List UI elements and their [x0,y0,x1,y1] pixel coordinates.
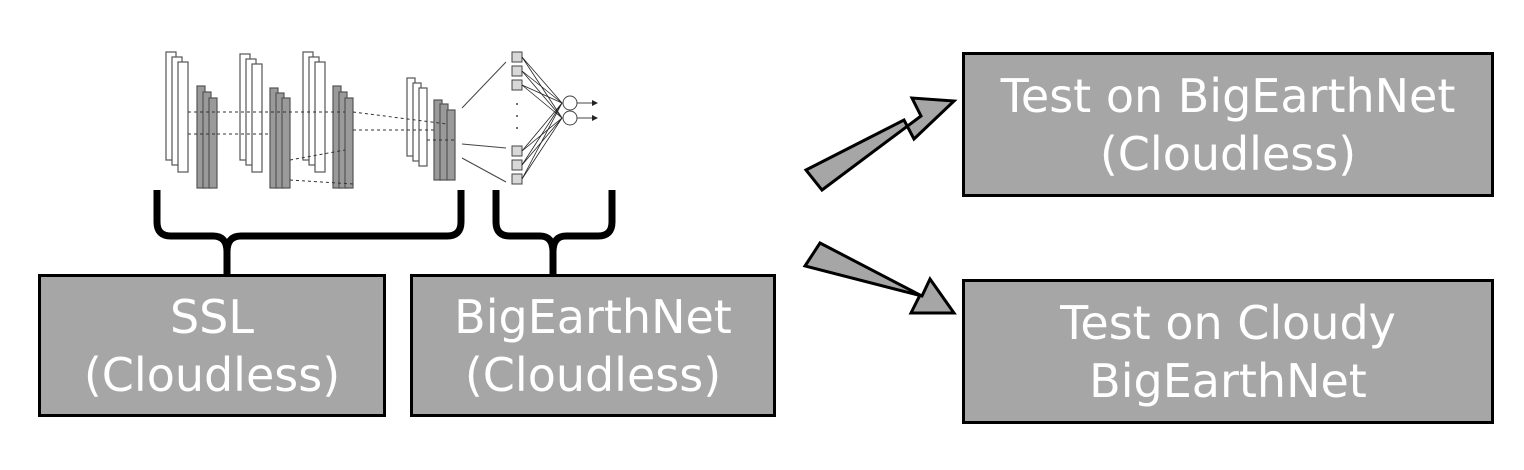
test-cloudless-box: Test on BigEarthNet (Cloudless) [962,52,1494,197]
curly-brace-icon [492,190,616,276]
cnn-network-icon [165,51,456,189]
box-label-line2: BigEarthNet [1089,353,1367,408]
arrow-icon [802,241,957,315]
fully-connected-network-icon [461,51,598,185]
box-label-line1: Test on Cloudy [1060,295,1396,350]
box-label-line2: (Cloudless) [1099,126,1357,181]
box-label-line1: BigEarthNet [454,289,732,344]
box-label-line2: (Cloudless) [464,347,722,402]
ssl-pretraining-box: SSL (Cloudless) [38,274,386,417]
test-cloudy-box: Test on Cloudy BigEarthNet [962,279,1494,424]
bigearthnet-training-box: BigEarthNet (Cloudless) [410,274,776,417]
box-label-line1: SSL [169,289,255,344]
arrow-icon [803,96,958,193]
curly-brace-icon [153,190,465,276]
box-label-line1: Test on BigEarthNet [1000,68,1456,123]
box-label-line2: (Cloudless) [83,347,341,402]
